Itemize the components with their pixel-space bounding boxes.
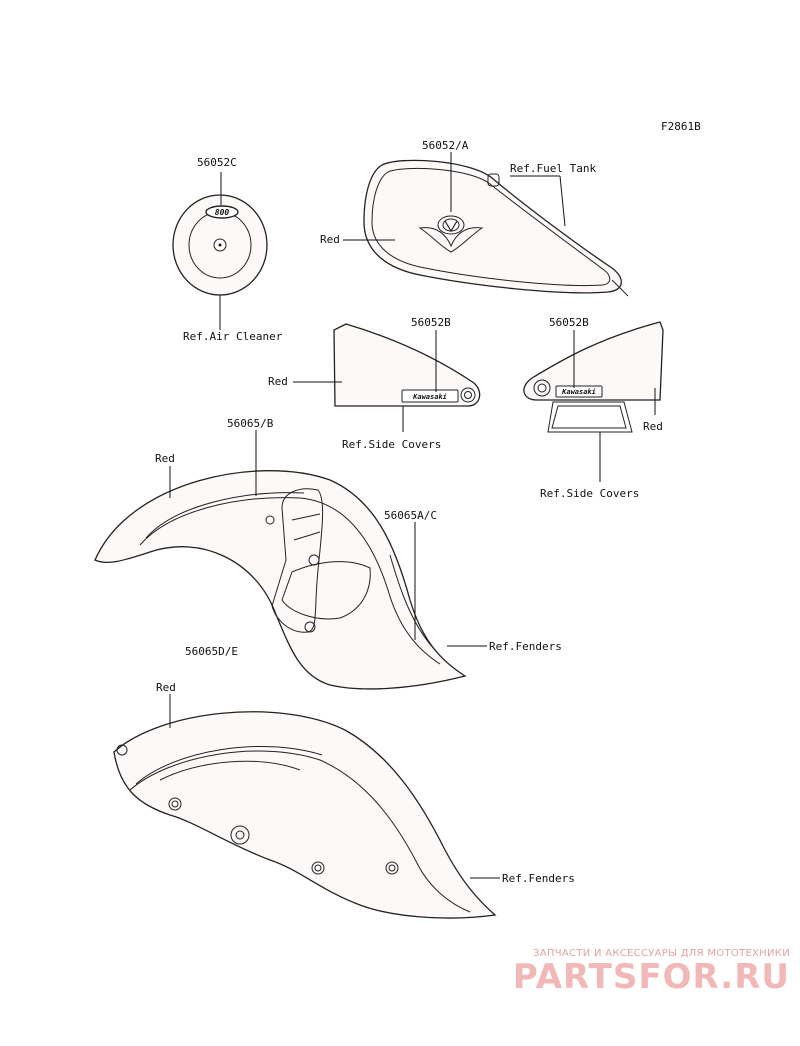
brand-text: Kawasaki	[412, 393, 447, 401]
figure-id: F2861B	[661, 120, 701, 133]
ref-side-covers-left: Ref.Side Covers	[342, 438, 441, 451]
part-number-56052b-right: 56052B	[549, 316, 589, 329]
part-number-56065d-e: 56065D/E	[185, 645, 238, 658]
watermark-tagline: ЗАПЧАСТИ И АКСЕССУАРЫ ДЛЯ МОТОТЕХНИКИ	[533, 948, 790, 959]
brand-text: Kawasaki	[561, 388, 596, 396]
front-fender	[94, 470, 467, 690]
color-label-red-tank: Red	[320, 233, 340, 246]
ref-fenders-rear: Ref.Fenders	[502, 872, 575, 885]
air-cleaner-cover: 800	[172, 194, 268, 296]
ref-fenders-front: Ref.Fenders	[489, 640, 562, 653]
ref-side-covers-right: Ref.Side Covers	[540, 487, 639, 500]
emblem-text: 800	[215, 208, 230, 217]
part-number-56065a-c: 56065A/C	[384, 509, 437, 522]
part-number-56052-a: 56052/A	[422, 139, 469, 152]
part-number-56065-b: 56065/B	[227, 417, 274, 430]
ref-air-cleaner: Ref.Air Cleaner	[183, 330, 283, 343]
side-cover-right: Kawasaki	[523, 321, 664, 433]
air-cleaner-800-emblem: 800	[205, 205, 239, 219]
color-label-red-right-cover: Red	[643, 420, 663, 433]
color-label-red-left-cover: Red	[268, 375, 288, 388]
fuel-tank	[363, 159, 629, 297]
watermark: ЗАПЧАСТИ И АКСЕССУАРЫ ДЛЯ МОТОТЕХНИКИ PA…	[490, 948, 790, 995]
part-number-56052b-left: 56052B	[411, 316, 451, 329]
color-label-red-rear-fender: Red	[156, 681, 176, 694]
watermark-logo: PARTSFOR.RU	[512, 957, 790, 997]
v-emblem-logo	[418, 215, 484, 253]
side-cover-left: Kawasaki	[333, 323, 481, 407]
color-label-red-front-fender: Red	[155, 452, 175, 465]
rear-fender	[113, 711, 497, 919]
kawasaki-decal-left: Kawasaki	[401, 389, 459, 403]
ref-fuel-tank: Ref.Fuel Tank	[510, 162, 596, 175]
kawasaki-decal-right: Kawasaki	[555, 385, 603, 398]
part-number-56052c: 56052C	[197, 156, 237, 169]
